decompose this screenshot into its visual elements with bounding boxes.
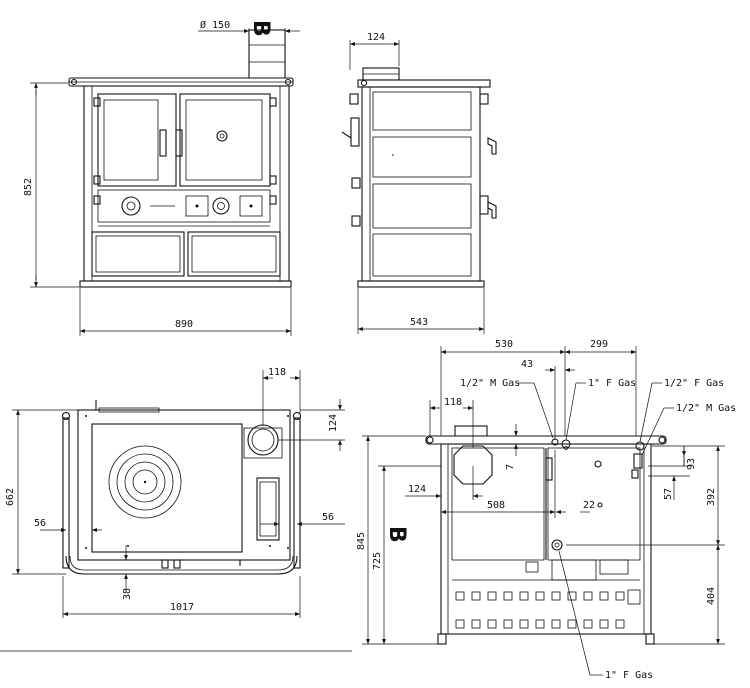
- front-body: [83, 85, 290, 282]
- rear-right-93-label: 93: [686, 458, 697, 470]
- rear-flue-opening: [453, 445, 493, 485]
- rear-gas-half-m-left: 1/2" M Gas: [460, 378, 520, 389]
- left-knob: [121, 196, 141, 216]
- rear-gas-half-m-right: 1/2" M Gas: [676, 403, 736, 414]
- rear-gas-one-f-top: 1" F Gas: [588, 378, 636, 389]
- rear-center-label: 508: [487, 500, 505, 511]
- rear-top-right-label: 299: [590, 339, 608, 350]
- top-width-label: 1017: [170, 602, 194, 613]
- top-right-rail: [293, 417, 301, 569]
- front-base: [79, 280, 292, 288]
- front-right-drawer: [187, 231, 281, 277]
- front-view: Ø 150 B 852 890: [23, 19, 300, 336]
- side-depth-label: 543: [410, 317, 428, 328]
- rear-vent-row-1: [455, 591, 625, 601]
- front-oven-door: [179, 93, 271, 187]
- top-hob-rings: [108, 445, 182, 519]
- rear-top-left-label: 530: [495, 339, 513, 350]
- top-left-rail: [62, 417, 70, 569]
- top-flue-opening: [247, 424, 279, 456]
- rear-flue-x-label: 118: [444, 397, 462, 408]
- top-depth-label: 662: [5, 488, 16, 506]
- front-width-label: 890: [175, 319, 193, 330]
- side-view: 124 543: [341, 32, 497, 334]
- rear-view: 530 299 43 1/2" M Gas 1" F Gas 1/2" F Ga…: [356, 339, 736, 681]
- oven-thermometer: [216, 130, 228, 142]
- rear-gas-offset-label: 43: [521, 359, 533, 370]
- rear-section-letter: B: [384, 526, 409, 543]
- front-left-drawer: [91, 231, 185, 277]
- front-flue-pipe: [248, 29, 286, 81]
- rear-right-392-label: 392: [706, 488, 717, 506]
- top-front-offset-label: 38: [122, 588, 133, 600]
- top-front-rail: [65, 555, 298, 575]
- rear-gas-half-f-right: 1/2" F Gas: [664, 378, 724, 389]
- top-body: [77, 409, 291, 561]
- side-flue-offset-label: 124: [367, 32, 385, 43]
- right-knob: [212, 197, 230, 215]
- top-hob-plate: [91, 423, 243, 553]
- rear-left-panel: [451, 447, 545, 561]
- rear-body: [440, 443, 652, 635]
- top-flue-y-label: 124: [328, 414, 339, 432]
- rear-gap-label: 7: [505, 464, 516, 470]
- rear-small-offset-label: 22: [583, 500, 595, 511]
- front-left-door: [97, 93, 177, 187]
- side-panel-1: [372, 91, 472, 131]
- rear-flue-y-label: 124: [408, 484, 426, 495]
- rear-left-725-label: 725: [372, 552, 383, 570]
- side-panel-4: [372, 233, 472, 277]
- side-panel-3: [372, 183, 472, 229]
- side-top-plate: [357, 79, 491, 88]
- front-height-label: 852: [23, 178, 34, 196]
- rear-vent-row-2: [455, 619, 625, 629]
- rear-right-404-label: 404: [706, 587, 717, 605]
- front-flue-diameter-label: Ø 150: [200, 19, 230, 31]
- rear-top-plate: [425, 435, 667, 445]
- top-left-margin-label: 56: [34, 518, 46, 529]
- top-view: 118 124 662 56 56 38 1017: [5, 367, 345, 618]
- top-flue-x-label: 118: [268, 367, 286, 378]
- rear-flue-pipe: [454, 425, 488, 437]
- side-base: [357, 280, 485, 288]
- front-control-panel: [97, 189, 271, 223]
- rear-gas-one-f-bottom: 1" F Gas: [605, 670, 653, 681]
- rear-left-845-label: 845: [356, 532, 367, 550]
- top-right-margin-label: 56: [322, 512, 334, 523]
- rear-right-57-label: 57: [663, 488, 674, 500]
- front-section-letter: B: [248, 20, 273, 37]
- top-warming-tray: [256, 477, 280, 541]
- side-panel-2: [372, 136, 472, 178]
